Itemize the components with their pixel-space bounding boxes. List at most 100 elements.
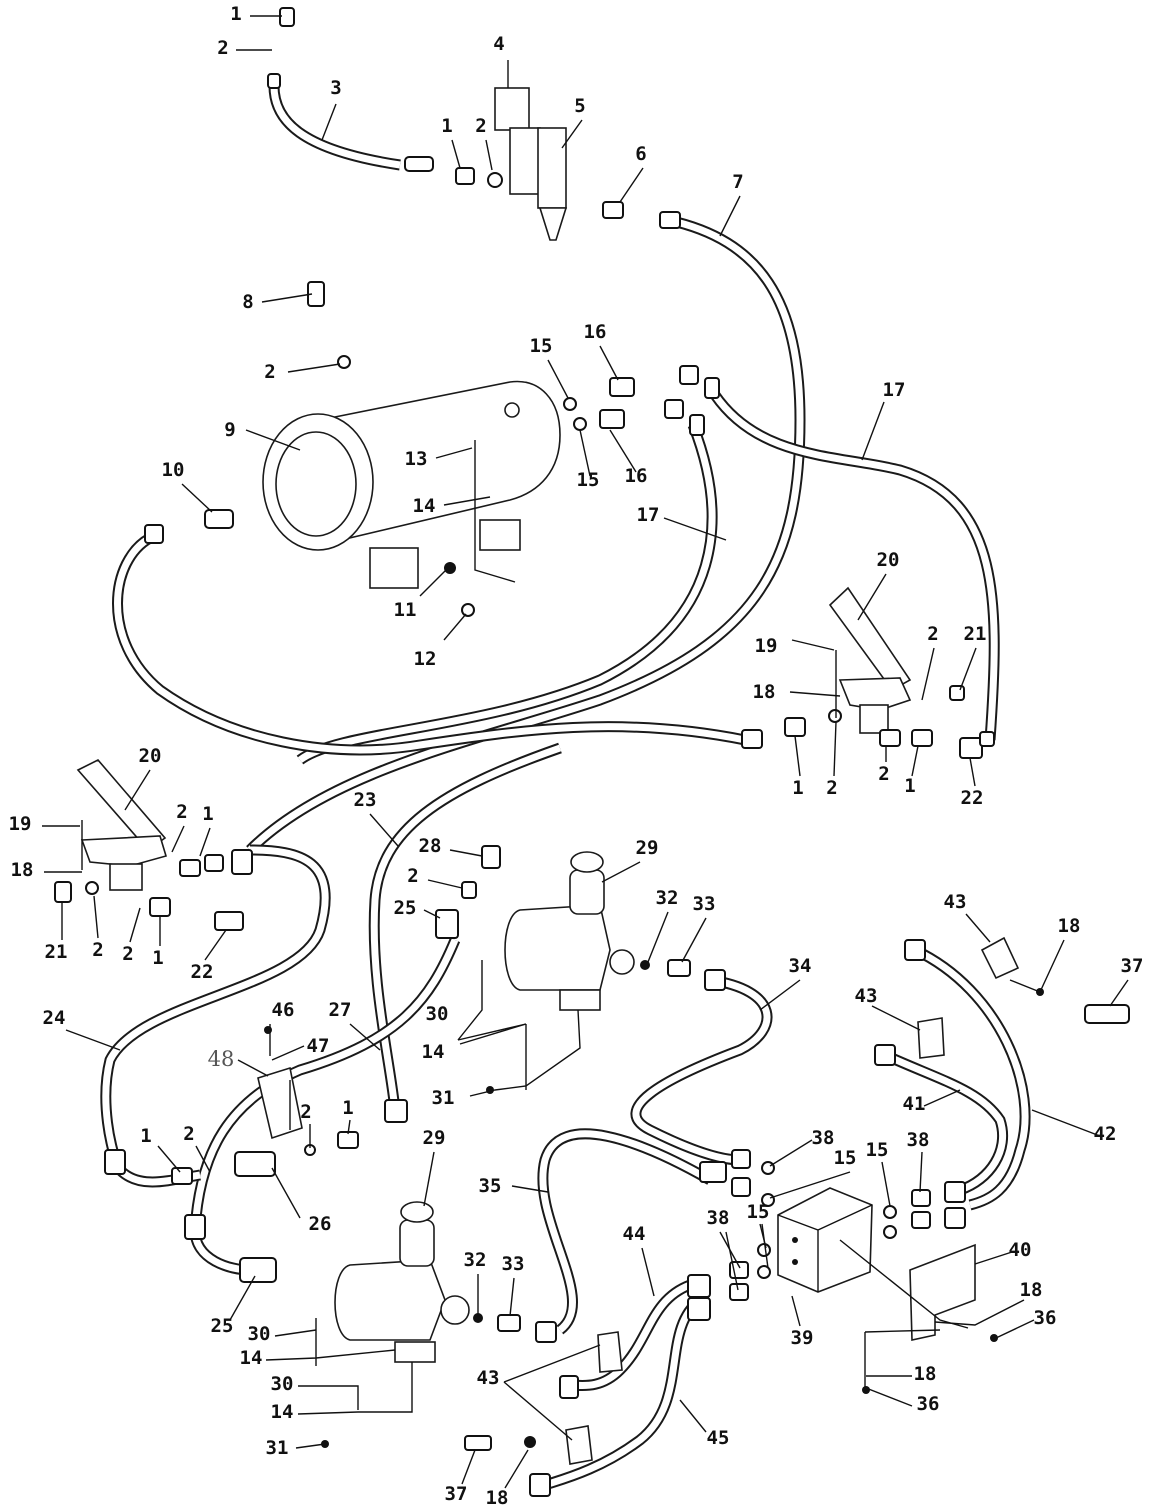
hose-17-right xyxy=(710,391,1000,741)
callout-2: 2 xyxy=(183,1123,194,1145)
callout-15: 15 xyxy=(530,335,553,357)
callout-41: 41 xyxy=(903,1093,926,1115)
hose-7 xyxy=(246,214,806,854)
callout-37: 37 xyxy=(445,1483,468,1505)
callout-38: 38 xyxy=(812,1127,835,1149)
callout-1: 1 xyxy=(140,1125,151,1147)
hose-42 xyxy=(912,945,1031,1211)
brake-pedal-valve-20-right xyxy=(828,586,912,734)
callout-20: 20 xyxy=(877,549,900,571)
callout-29: 29 xyxy=(423,1127,446,1149)
callout-6: 6 xyxy=(635,143,646,165)
hose-27 xyxy=(189,937,461,1231)
callout-2: 2 xyxy=(475,115,486,137)
clip-43 xyxy=(565,936,1020,1465)
hose-tank-loop xyxy=(112,533,747,756)
callout-16: 16 xyxy=(584,321,607,343)
callout-8: 8 xyxy=(242,291,253,313)
callout-3: 3 xyxy=(330,77,341,99)
callout-4: 4 xyxy=(493,33,504,55)
callout-23: 23 xyxy=(354,789,377,811)
callout-35: 35 xyxy=(479,1175,502,1197)
callout-5: 5 xyxy=(574,95,585,117)
callout-15: 15 xyxy=(747,1201,770,1223)
callout-18: 18 xyxy=(1020,1279,1043,1301)
callout-2: 2 xyxy=(300,1101,311,1123)
callout-36: 36 xyxy=(1034,1307,1057,1329)
brake-chamber-29-upper xyxy=(504,851,635,1011)
callout-2: 2 xyxy=(122,943,133,965)
leader-lines xyxy=(42,15,1129,1489)
callout-14: 14 xyxy=(413,495,436,517)
callout-2: 2 xyxy=(176,801,187,823)
callout-43: 43 xyxy=(855,985,878,1007)
callout-36: 36 xyxy=(917,1393,940,1415)
callout-1: 1 xyxy=(441,115,452,137)
callout-38: 38 xyxy=(707,1207,730,1229)
callout-30: 30 xyxy=(426,1003,449,1025)
callout-1: 1 xyxy=(342,1097,353,1119)
hose-44 xyxy=(569,1279,693,1392)
callout-11: 11 xyxy=(394,599,417,621)
hose-23 xyxy=(368,742,562,1111)
hose-3 xyxy=(268,85,401,171)
callout-15: 15 xyxy=(866,1139,889,1161)
callout-18: 18 xyxy=(753,681,776,703)
callout-43: 43 xyxy=(477,1367,500,1389)
callout-17: 17 xyxy=(637,504,660,526)
callout-19: 19 xyxy=(755,635,778,657)
callout-2: 2 xyxy=(927,623,938,645)
callout-45: 45 xyxy=(707,1427,730,1449)
callout-20: 20 xyxy=(139,745,162,767)
callout-30: 30 xyxy=(271,1373,294,1395)
callout-9: 9 xyxy=(224,419,235,441)
callout-2: 2 xyxy=(264,361,275,383)
callout-16: 16 xyxy=(625,465,648,487)
callout-15: 15 xyxy=(834,1147,857,1169)
callout-13: 13 xyxy=(405,448,428,470)
callout-27: 27 xyxy=(329,999,352,1021)
callout-1: 1 xyxy=(792,777,803,799)
callout-18: 18 xyxy=(11,859,34,881)
callout-33: 33 xyxy=(693,893,716,915)
callout-31: 31 xyxy=(432,1087,455,1109)
bracket-40 xyxy=(909,1243,976,1341)
callout-7: 7 xyxy=(732,171,743,193)
callout-33: 33 xyxy=(502,1253,525,1275)
callout-28: 28 xyxy=(419,835,442,857)
fittings xyxy=(54,7,1130,1497)
callout-32: 32 xyxy=(656,887,679,909)
callout-21: 21 xyxy=(45,941,68,963)
callout-47: 47 xyxy=(307,1035,330,1057)
callout-25: 25 xyxy=(211,1315,234,1337)
valve-4 xyxy=(494,87,568,241)
callout-43: 43 xyxy=(944,891,967,913)
callout-14: 14 xyxy=(422,1041,445,1063)
callout-24: 24 xyxy=(43,1007,66,1029)
callout-18: 18 xyxy=(486,1487,509,1509)
hoses xyxy=(100,85,1031,1491)
callout-30: 30 xyxy=(248,1323,271,1345)
callout-32: 32 xyxy=(464,1249,487,1271)
callout-22: 22 xyxy=(961,787,984,809)
callout-14: 14 xyxy=(240,1347,263,1369)
callout-22: 22 xyxy=(191,961,214,983)
callout-2: 2 xyxy=(217,37,228,59)
callout-34: 34 xyxy=(789,955,812,977)
callout-44: 44 xyxy=(623,1223,646,1245)
hose-24 xyxy=(100,844,331,1173)
callout-10: 10 xyxy=(162,459,185,481)
callout-39: 39 xyxy=(791,1327,814,1349)
callout-38: 38 xyxy=(907,1129,930,1151)
callout-46: 46 xyxy=(272,999,295,1021)
callout-26: 26 xyxy=(309,1213,332,1235)
callout-40: 40 xyxy=(1009,1239,1032,1261)
callout-37: 37 xyxy=(1121,955,1144,977)
bolt-31 xyxy=(321,1440,329,1448)
callout-18: 18 xyxy=(914,1363,937,1385)
bracket-48 xyxy=(257,1066,303,1140)
callout-31: 31 xyxy=(266,1437,289,1459)
hose-45 xyxy=(543,1295,704,1491)
callout-25: 25 xyxy=(394,897,417,919)
